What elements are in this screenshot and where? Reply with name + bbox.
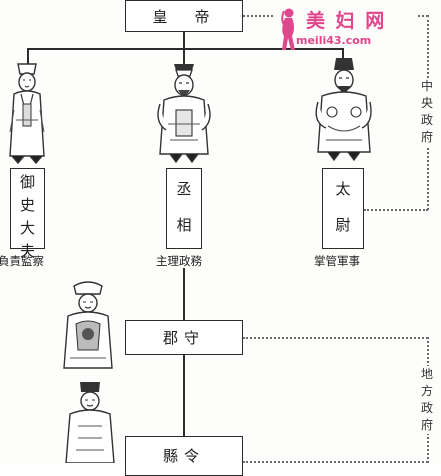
chancellor-drop-line: [183, 48, 185, 68]
local-government-label: 地 方 政 府: [420, 366, 434, 434]
central-bracket-top-right: [418, 15, 428, 17]
county-box: 縣令: [125, 436, 243, 476]
watermark-url: meili43.com: [296, 34, 372, 47]
chancellor-to-commandery-line: [183, 268, 185, 320]
local-bracket-top: [243, 337, 428, 339]
commandant-duty: 掌管軍事: [314, 254, 360, 268]
commandery-label: 郡守: [162, 329, 205, 347]
central-bracket-bottom: [364, 209, 428, 211]
commandery-box: 郡守: [125, 320, 243, 355]
emperor-stem-line: [183, 31, 185, 49]
chancellor-title-box: 丞 相: [166, 168, 202, 249]
watermark-title: 美 妇 网: [306, 10, 387, 32]
commandant-title-box: 太 尉: [322, 168, 364, 249]
commandery-to-county-line: [183, 355, 185, 437]
watermark-logo: 美 妇 网 meili43.com: [276, 6, 416, 52]
censor-title-box: 御 史 大 夫: [10, 168, 45, 260]
censor-figure-icon: [9, 63, 45, 165]
censor-duty: 負責監察: [0, 254, 44, 268]
commandant-figure-icon: [315, 58, 372, 162]
emperor-box: 皇 帝: [125, 0, 243, 32]
emperor-label: 皇 帝: [152, 7, 216, 26]
central-branch-line: [27, 48, 343, 50]
commandery-governor-figure-icon: [63, 281, 113, 369]
central-government-label: 中 央 政 府: [420, 78, 434, 146]
chancellor-duty: 主理政務: [156, 254, 202, 268]
county-label: 縣令: [162, 447, 205, 465]
censor-drop-line: [27, 48, 29, 68]
local-bracket-bottom: [243, 461, 428, 463]
watermark-woman-icon: [281, 8, 295, 50]
county-magistrate-figure-icon: [65, 382, 115, 463]
central-bracket-top: [243, 15, 273, 17]
chancellor-figure-icon: [157, 64, 211, 164]
